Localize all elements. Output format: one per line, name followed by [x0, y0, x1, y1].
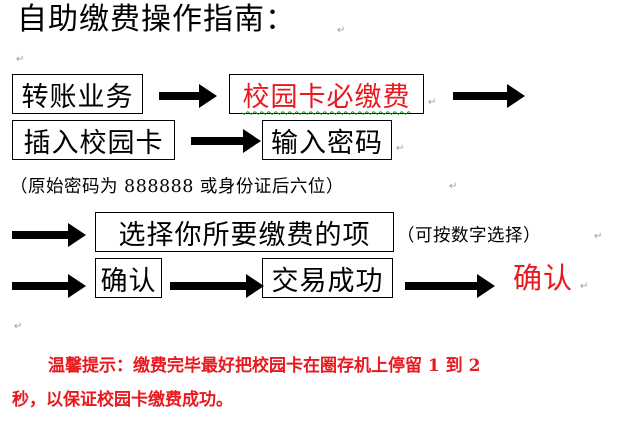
- paragraph-mark: ↵: [580, 281, 589, 292]
- page-title: 自助缴费操作指南：: [17, 2, 296, 37]
- paragraph-mark: ↵: [396, 143, 405, 154]
- paragraph-mark: ↵: [594, 231, 603, 242]
- paragraph-mark: ↵: [449, 181, 458, 192]
- right-arrow-icon: [405, 274, 495, 298]
- password-note: （原始密码为 888888 或身份证后六位）: [10, 177, 344, 197]
- step-transaction-success: 交易成功: [262, 258, 393, 298]
- step-select-payment-item: 选择你所要缴费的项: [95, 212, 394, 252]
- step-confirm: 确认: [95, 258, 162, 298]
- final-confirm: 确认: [513, 261, 574, 295]
- paragraph-mark: ↵: [16, 54, 25, 65]
- warning-tip-line1: 温馨提示：缴费完毕最好把校园卡在圈存机上停留 1 到 2: [48, 356, 481, 376]
- number-select-hint: （可按数字选择）: [397, 226, 541, 246]
- right-arrow-icon: [453, 84, 525, 108]
- right-arrow-icon: [170, 274, 264, 298]
- step-enter-password: 输入密码: [262, 120, 392, 160]
- step-campus-card-payment-label: 校园卡必缴费: [242, 81, 411, 113]
- paragraph-mark: ↵: [337, 25, 346, 36]
- step-campus-card-payment: 校园卡必缴费: [229, 74, 424, 114]
- right-arrow-icon: [12, 223, 86, 247]
- paragraph-mark: ↵: [428, 97, 437, 108]
- right-arrow-icon: [159, 84, 217, 108]
- right-arrow-icon: [191, 129, 261, 153]
- step-insert-campus-card: 插入校园卡: [12, 120, 175, 160]
- step-transfer-business: 转账业务: [12, 74, 143, 114]
- right-arrow-icon: [12, 274, 86, 298]
- warning-tip-line2: 秒，以保证校园卡缴费成功。: [12, 390, 233, 410]
- paragraph-mark: ↵: [14, 321, 23, 332]
